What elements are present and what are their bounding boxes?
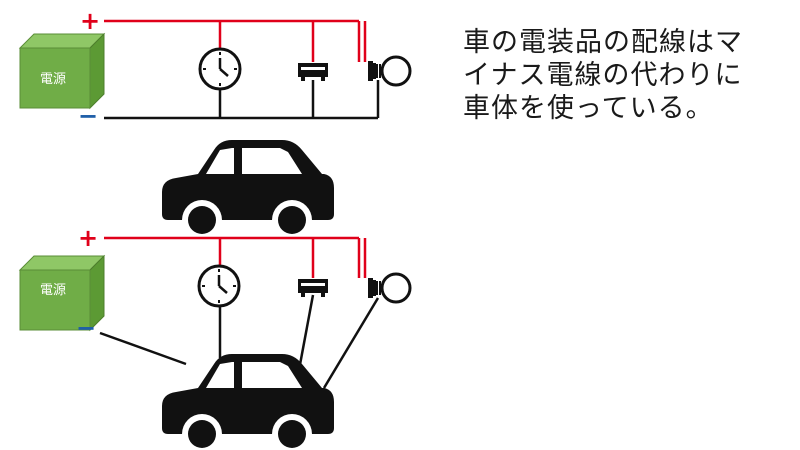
- clock-icon: [198, 47, 242, 91]
- bottom-power-box: 電源: [19, 255, 105, 331]
- light-bulb-icon: [366, 55, 412, 87]
- bottom-power-box-label: 電源: [40, 283, 66, 298]
- radio-icon: [298, 63, 328, 81]
- caption-text: 車の電装品の配線はマ イナス電線の代わりに 車体を使っている。: [463, 26, 793, 125]
- top-positive-wiring: [104, 19, 367, 62]
- clock-icon: [197, 264, 241, 308]
- bottom-plus-sign: +: [78, 224, 98, 252]
- top-power-box: 電源: [19, 33, 105, 109]
- radio-icon: [298, 279, 328, 297]
- caption-line-1: 車の電装品の配線はマ: [463, 27, 743, 58]
- car-icon: [162, 140, 334, 240]
- car-icon: [162, 354, 334, 450]
- top-power-box-label: 電源: [40, 72, 66, 87]
- bottom-panel: + 電源 −: [19, 224, 412, 450]
- caption-line-2: イナス電線の代わりに: [463, 60, 743, 91]
- top-minus-sign: −: [78, 102, 98, 130]
- top-plus-sign: +: [80, 7, 100, 35]
- bottom-positive-wiring: [104, 236, 367, 278]
- caption-line-3: 車体を使っている。: [463, 93, 714, 124]
- top-panel: + 電源 −: [19, 7, 412, 240]
- bottom-minus-sign: −: [76, 314, 96, 342]
- top-negative-wiring: [104, 80, 380, 120]
- light-bulb-icon: [366, 272, 412, 304]
